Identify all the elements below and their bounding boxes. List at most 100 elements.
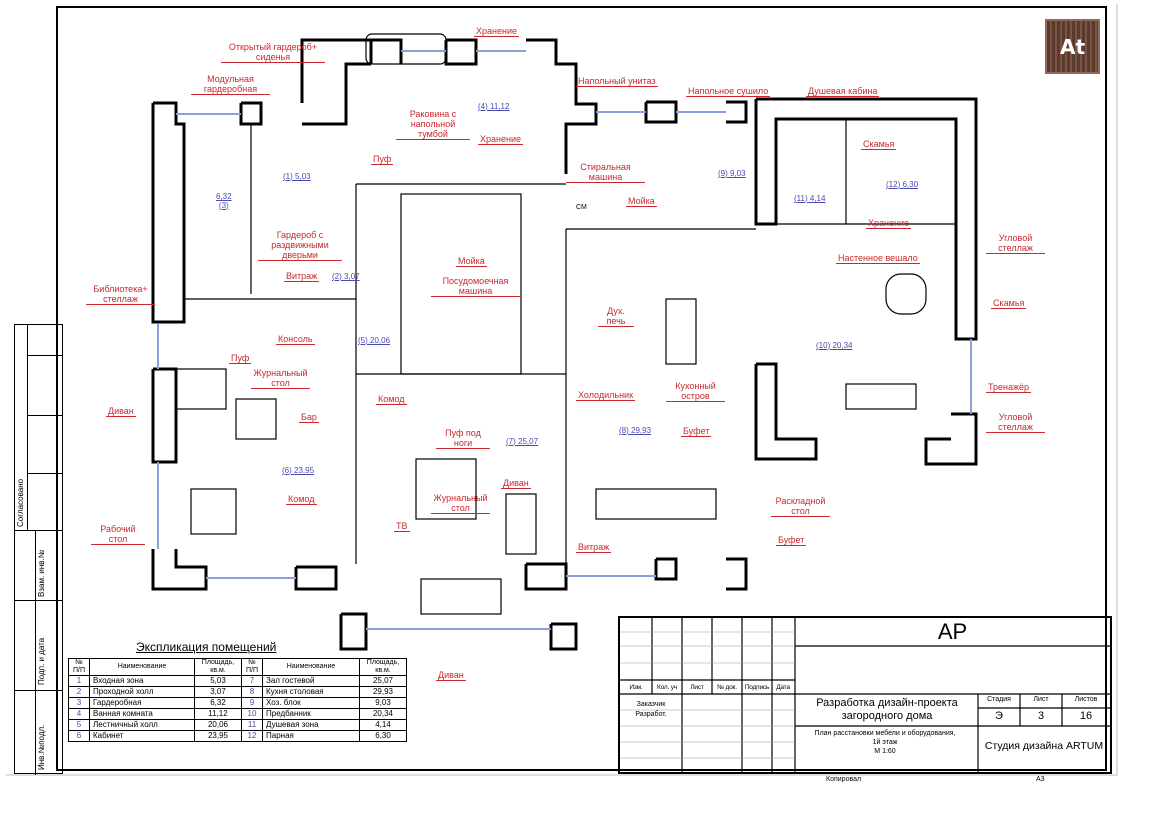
sheet-value: 3 <box>1037 710 1045 722</box>
room-area: 3,07 <box>194 686 242 698</box>
room-2: (2) 3,07 <box>332 272 360 281</box>
label-dishwasher: Посудомоечная машина <box>431 276 520 297</box>
sheets-label: Листов <box>1074 696 1098 703</box>
room-7: (7) 25,07 <box>506 437 539 446</box>
col-qty: Кол. уч <box>657 684 677 691</box>
label-pouf-2: Пуф <box>229 353 252 364</box>
label-tv: ТВ <box>394 521 410 532</box>
room-area: 6,32 <box>194 697 242 709</box>
sheet-label: Лист <box>1033 696 1049 703</box>
label-kitchen-island: Кухонный остров <box>666 381 725 402</box>
room-name: Входная зона <box>89 675 195 687</box>
format-label: А3 <box>1036 776 1045 783</box>
revision-columns: Изм. Кол. уч Лист № док. Подпись Дата <box>620 683 796 692</box>
room-name: Гардеробная <box>89 697 195 709</box>
room-num: 5 <box>68 719 90 731</box>
explication-title: Экспликация помещений <box>136 640 277 654</box>
role-developer: Разработ. <box>635 711 667 718</box>
drawing-sheet: At Хранение Открытый гардероб+ сиденья М… <box>6 4 1118 783</box>
stamp-agreed: Согласовано <box>16 478 25 527</box>
label-desk: Рабочий стол <box>91 524 145 545</box>
room-9: (9) 9,03 <box>718 169 746 178</box>
label-buffet-2: Буфет <box>776 535 807 546</box>
title-block: АР Изм. Кол. уч Лист № док. Подпись Дата… <box>618 616 1112 774</box>
stamp-inv-orig: Инв.№подл. <box>37 724 46 770</box>
title-block-grid <box>620 618 1110 772</box>
role-customer: Заказчик <box>636 701 666 708</box>
label-buffet: Буфет <box>681 426 712 437</box>
label-coffee-table: Журнальный стол <box>251 368 310 389</box>
room-area: 9,03 <box>359 697 407 709</box>
explication-table: № П/П Наименование Площадь, кв.м. № П/П … <box>68 658 407 742</box>
label-sink-2: Мойка <box>626 196 657 207</box>
room-area: 29,93 <box>359 686 407 698</box>
label-fridge: Холодильник <box>576 390 636 401</box>
label-stained-glass: Витраж <box>284 271 320 282</box>
room-name: Зал гостевой <box>262 675 360 687</box>
label-sink: Раковина с напольной тумбой <box>396 109 470 140</box>
sheet-title: План расстановки мебели и оборудования, … <box>814 730 956 746</box>
label-storage-3: Хранение <box>866 218 911 229</box>
room-name: Предбанник <box>262 708 360 720</box>
room-8: (8) 29,93 <box>619 426 652 435</box>
header-name-2: Наименование <box>262 658 360 676</box>
label-storage-2: Хранение <box>478 134 523 145</box>
doc-code: АР <box>937 619 968 644</box>
room-10: (10) 20,34 <box>816 341 853 350</box>
room-name: Душевая зона <box>262 719 360 731</box>
label-bench: Скамья <box>861 139 897 150</box>
label-library: Библиотека+ стеллаж <box>86 284 155 305</box>
label-corner-shelf-2: Угловой стеллаж <box>986 412 1045 433</box>
room-num: 1 <box>68 675 90 687</box>
col-sheet: Лист <box>690 684 704 691</box>
stamp-inv-replace: Взам. инв.№ <box>37 549 46 597</box>
room-num: 8 <box>241 686 263 698</box>
room-area: 20,06 <box>194 719 242 731</box>
label-shower: Душевая кабина <box>806 86 880 97</box>
room-name: Ванная комната <box>89 708 195 720</box>
label-wall-hanger: Настенное вешало <box>836 253 920 264</box>
stage-value: Э <box>995 710 1003 722</box>
stamp-sign-date: Подп. и дата <box>37 637 46 685</box>
col-date: Дата <box>776 684 790 691</box>
studio-name: Студия дизайна ARTUM <box>984 740 1104 752</box>
label-stained-glass-2: Витраж <box>576 542 612 553</box>
label-washer: Стиральная машина <box>566 162 645 183</box>
label-sofa: Диван <box>106 406 136 417</box>
roles: Заказчик Разработ. <box>620 700 682 720</box>
room-area: 23,95 <box>194 730 242 742</box>
label-corner-shelf: Угловой стеллаж <box>986 233 1045 254</box>
header-area: Площадь, кв.м. <box>194 658 242 676</box>
label-toilet: Напольный унитаз <box>576 76 658 87</box>
room-11: (11) 4,14 <box>794 194 826 203</box>
label-washer-mark: СМ <box>576 204 587 211</box>
label-open-wardrobe: Открытый гардероб+ сиденья <box>221 42 325 63</box>
room-area: 11,12 <box>194 708 242 720</box>
label-trainer: Тренажёр <box>986 382 1032 393</box>
room-num: 4 <box>68 708 90 720</box>
stage-label: Стадия <box>987 696 1011 703</box>
header-num-2: № П/П <box>241 658 263 676</box>
label-dresser: Комод <box>376 394 407 405</box>
room-6: (6) 23,95 <box>282 466 315 475</box>
room-area: 25,07 <box>359 675 407 687</box>
label-sofa-2: Диван <box>501 478 531 489</box>
label-pouf: Пуф <box>371 154 394 165</box>
label-sliding-wardrobe: Гардероб с раздвижными дверьми <box>258 230 342 261</box>
header-name: Наименование <box>89 658 195 676</box>
room-num: 2 <box>68 686 90 698</box>
room-name: Проходной холл <box>89 686 195 698</box>
room-num: 3 <box>68 697 90 709</box>
header-area-2: Площадь, кв.м. <box>359 658 407 676</box>
room-num: 9 <box>241 697 263 709</box>
room-name: Лестничный холл <box>89 719 195 731</box>
label-oven: Дух. печь <box>598 306 634 327</box>
label-folding-table: Раскладной стол <box>771 496 830 517</box>
room-num: 6 <box>68 730 90 742</box>
col-change: Изм. <box>629 684 643 691</box>
